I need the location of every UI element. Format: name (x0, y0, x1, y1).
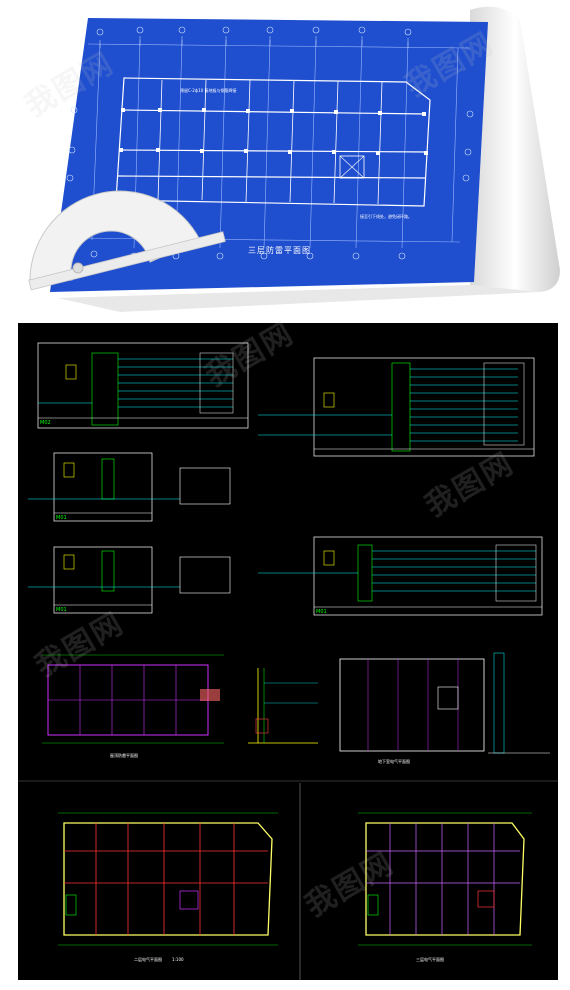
panel-diagram-3 (28, 452, 231, 522)
blueprint-preview: 预留C-2ф10 接地极与钢筋焊接 接至引下线处，避免闭环路。 三层防雷平面图 (0, 0, 570, 315)
panel-diagram-1 (37, 342, 249, 429)
grounding-detail (248, 668, 318, 744)
blueprint-illustration (28, 6, 560, 312)
panel-id-label: M01 (56, 515, 67, 521)
floor-2-plan (58, 812, 278, 946)
blueprint-title: 三层防雷平面图 (248, 246, 311, 255)
blueprint-annotation-2: 接至引下线处，避免闭环路。 (360, 214, 412, 219)
panel-id-label: M01 (56, 607, 67, 613)
panel-id-label: M02 (40, 420, 51, 426)
cad-drawings-preview: M02 M01 M01 M01 屋顶防雷平面图 地下室电气平面图 二层电气平面图… (18, 323, 558, 980)
panel-id-label: M01 (316, 609, 327, 615)
blueprint-annotation-1: 预留C-2ф10 接地极与钢筋焊接 (180, 88, 237, 93)
paper-roll (470, 6, 560, 293)
plan-title: 二层电气平面图 (134, 957, 162, 962)
panel-diagram-2 (258, 357, 535, 457)
plan-title: 屋顶防雷平面图 (110, 753, 138, 758)
plan-title: 地下室电气平面图 (378, 759, 410, 764)
panel-diagram-4 (28, 546, 231, 614)
floor-3-plan (358, 812, 532, 946)
cad-drawings (18, 342, 558, 980)
panel-diagram-5 (258, 536, 543, 616)
basement-plan (339, 652, 550, 754)
roof-plan (42, 654, 224, 744)
plan-title: 三层电气平面图 (416, 957, 444, 962)
plan-scale: 1:100 (172, 957, 184, 962)
protractor-icon (28, 190, 226, 291)
